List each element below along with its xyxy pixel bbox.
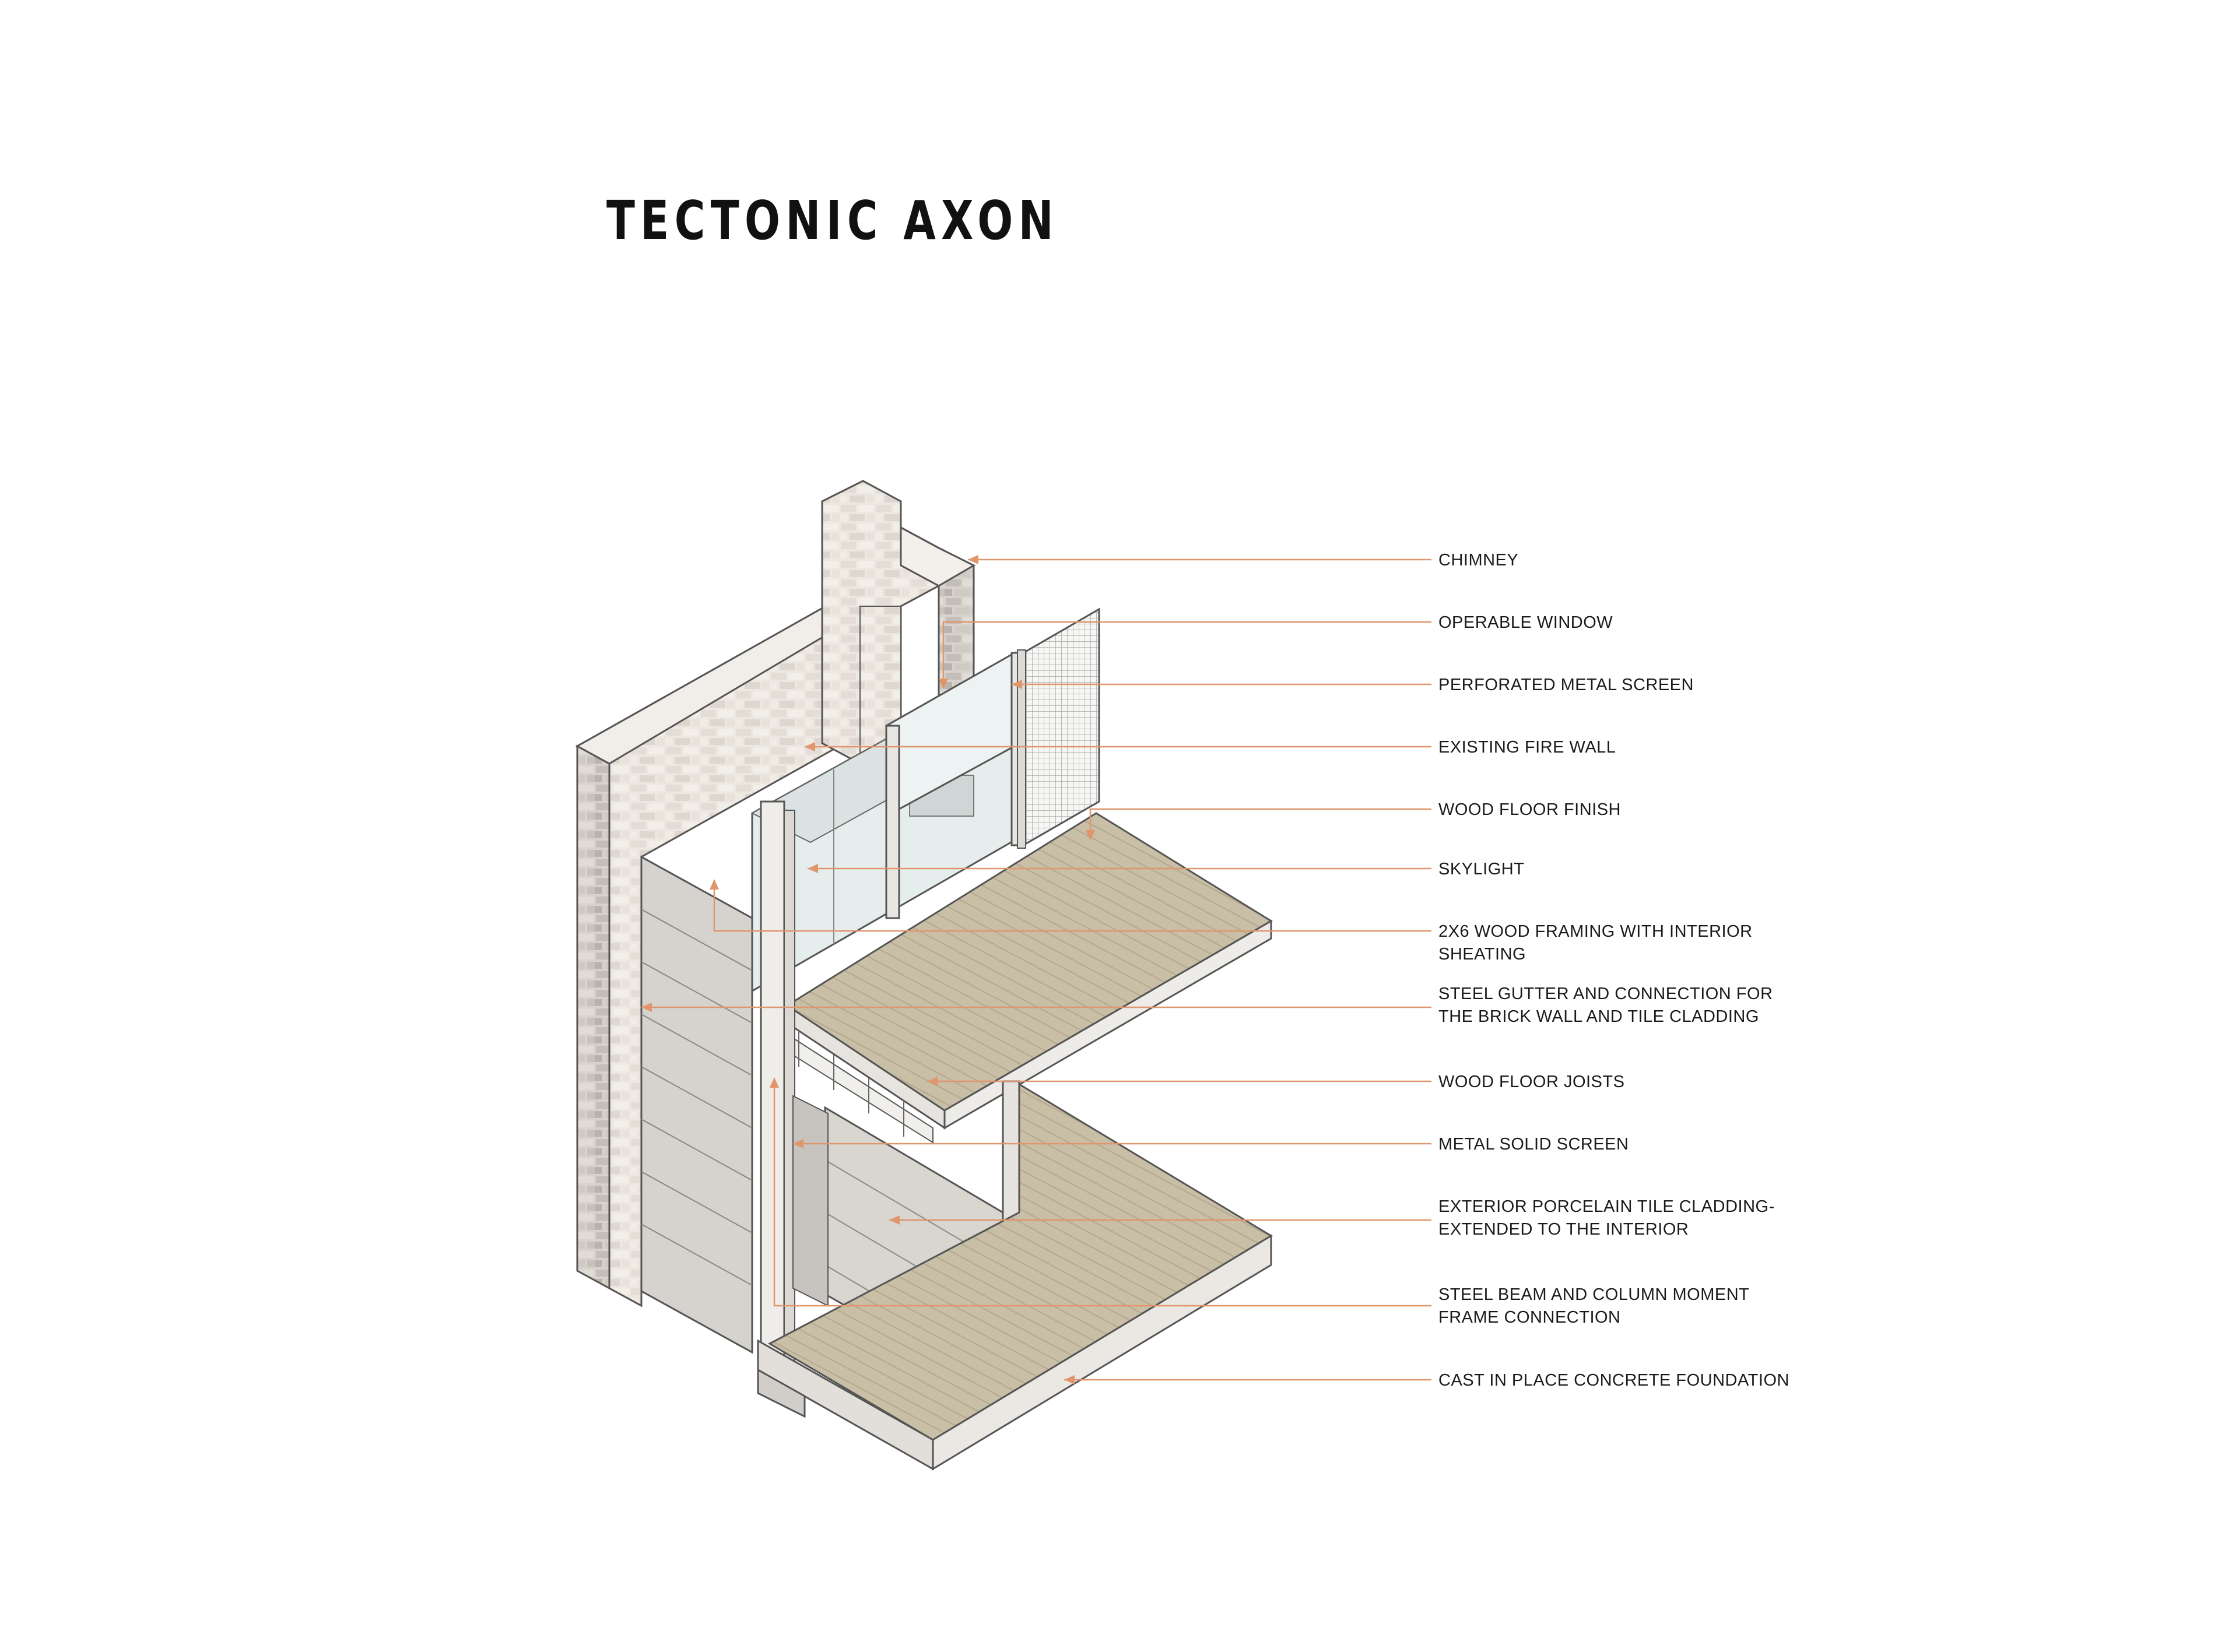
label-perforated-metal-screen: PERFORATED METAL SCREEN	[1438, 676, 1694, 694]
perforated-metal-screen	[1017, 607, 1100, 849]
leader-arrowheads	[641, 555, 1095, 1384]
arrow-steel-beam-column	[770, 1077, 779, 1088]
label-operable-window: OPERABLE WINDOW	[1438, 613, 1613, 632]
arrow-wood-framing	[710, 879, 719, 890]
arrow-wood-floor-finish	[1086, 830, 1095, 841]
steel-column	[760, 800, 795, 1362]
label-existing-fire-wall: EXISTING FIRE WALL	[1438, 738, 1616, 757]
label-wood-floor-joists: WOOD FLOOR JOISTS	[1438, 1073, 1625, 1091]
arrow-existing-fire-wall	[805, 742, 815, 751]
label-steel-beam-column: STEEL BEAM AND COLUMN MOMENT FRAME CONNE…	[1438, 1285, 1749, 1327]
arrow-wood-floor-joists	[927, 1077, 938, 1086]
leader-lines	[641, 558, 1431, 1381]
arrow-steel-gutter	[641, 1003, 652, 1012]
label-concrete-foundation: CAST IN PLACE CONCRETE FOUNDATION	[1438, 1371, 1789, 1390]
page-title: TECTONIC AXON	[606, 189, 1059, 252]
interior-wall	[640, 855, 753, 1354]
label-wood-framing: 2X6 WOOD FRAMING WITH INTERIOR SHEATING	[1438, 922, 1753, 964]
label-chimney: CHIMNEY	[1438, 551, 1519, 570]
lower-floor-foundation	[757, 1082, 1273, 1471]
arrow-porcelain-tile	[889, 1215, 900, 1225]
leader-wood-framing	[713, 880, 1431, 932]
label-steel-gutter: STEEL GUTTER AND CONNECTION FOR THE BRIC…	[1438, 985, 1773, 1026]
arrow-concrete-foundation	[1064, 1375, 1075, 1384]
label-metal-solid-screen: METAL SOLID SCREEN	[1438, 1135, 1629, 1154]
arrow-chimney	[968, 555, 978, 564]
arrow-skylight	[808, 864, 818, 873]
leader-steel-beam-column	[773, 1078, 1431, 1307]
fire-wall	[575, 602, 862, 1307]
leader-wood-floor-finish	[1089, 808, 1431, 839]
upper-floor	[769, 812, 1273, 1144]
label-wood-floor-finish: WOOD FLOOR FINISH	[1438, 800, 1621, 819]
label-skylight: SKYLIGHT	[1438, 860, 1525, 878]
leader-operable-window	[942, 621, 1431, 688]
arrow-perforated-metal-screen	[1012, 680, 1022, 689]
arrow-operable-window	[939, 679, 948, 689]
arrow-metal-solid-screen	[793, 1139, 803, 1148]
label-porcelain-tile: EXTERIOR PORCELAIN TILE CLADDING- EXTEND…	[1438, 1197, 1775, 1239]
